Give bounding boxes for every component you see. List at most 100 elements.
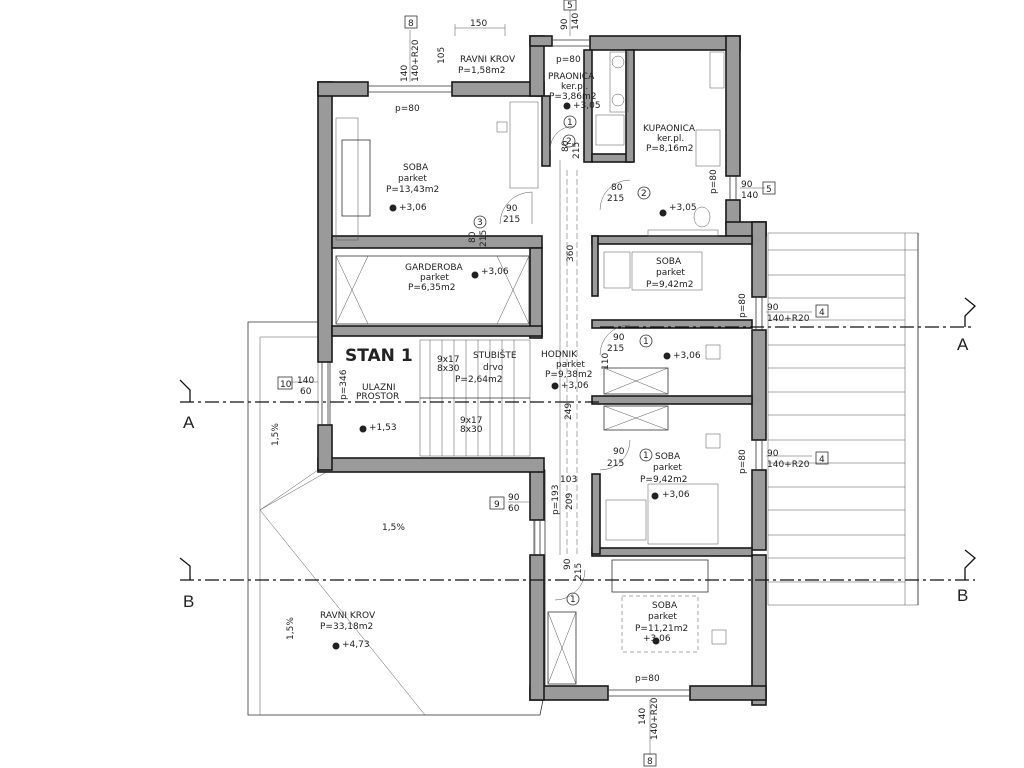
level-garderoba: +3,06 [481, 267, 509, 277]
door-tag-1a: 1 [567, 118, 573, 128]
window-tag-boxes [277, 0, 829, 767]
dim-215-kupaonica: 215 [607, 194, 624, 204]
section-a-left: A [183, 413, 195, 432]
dim-140r20-top: 140+R20 [411, 39, 421, 82]
dim-140r20-soba-a-window: 140+R20 [767, 314, 810, 324]
pergola-right [767, 232, 919, 606]
level-kupaonica: +3,05 [669, 203, 697, 213]
stairs-lower-depth: 8x30 [460, 425, 483, 435]
room-area-soba-b: P=9,42m2 [640, 475, 688, 485]
room-name-ulazni: ULAZNI [362, 383, 396, 393]
room-name-soba-a: SOBA [656, 257, 682, 267]
door-tag-1c: 1 [643, 451, 649, 461]
window-tag-4-lower: 4 [819, 455, 825, 465]
dim-215-door-1c: 215 [607, 459, 624, 469]
level-markers [332, 102, 671, 650]
room-name-soba-c: SOBA [652, 601, 678, 611]
slope-label-upper: 1,5% [271, 423, 281, 446]
dim-215-door-1b: 215 [607, 344, 624, 354]
room-area-ravni-krov-small: P=1,58m2 [458, 66, 506, 76]
room-area-ravni-krov-big: P=33,18m2 [320, 622, 373, 632]
room-area-praonica: P=3,86m2 [549, 92, 597, 102]
dim-p193: p=193 [551, 485, 561, 515]
room-area-soba-main: P=13,43m2 [386, 185, 439, 195]
room-name-garderoba: GARDEROBA [405, 263, 464, 273]
dim-90-soba-b-window: 90 [767, 449, 779, 459]
room-name-hodnik: HODNIK [541, 350, 578, 360]
room-area-kupaonica: P=8,16m2 [646, 144, 694, 154]
room-floor-hodnik: parket [556, 360, 585, 370]
dim-90-door-1d: 90 [563, 558, 573, 570]
room-floor-soba-b: parket [653, 463, 682, 473]
window-tag-9: 9 [494, 500, 500, 510]
dim-360: 360 [566, 245, 576, 262]
door-tag-3: 3 [477, 218, 483, 228]
section-b-left: B [183, 592, 194, 611]
dim-p80-soba-a: p=80 [738, 293, 748, 318]
dim-110: 110 [601, 353, 611, 370]
room-name2-ulazni: PROSTOR [356, 392, 399, 402]
dim-249: 249 [564, 403, 574, 420]
window-tag-8-top: 8 [408, 19, 414, 29]
dim-140-bottom: 140 [638, 708, 648, 725]
section-b-right: B [957, 586, 968, 605]
room-floor-soba-a: parket [656, 268, 685, 278]
room-name-ravni-krov-big: RAVNI KROV [320, 611, 376, 621]
dim-140r20-bottom: 140+R20 [650, 697, 660, 740]
dim-140-praonica: 140 [571, 13, 581, 30]
dim-103: 103 [560, 475, 577, 485]
window-tag-5-top: 5 [567, 1, 573, 11]
slope-label-lower: 1,5% [286, 617, 296, 640]
doors [499, 125, 631, 601]
stairs [419, 170, 578, 555]
door-tag-1b: 1 [643, 337, 649, 347]
window-tag-10: 10 [280, 380, 292, 390]
dim-215-praonica: 215 [572, 142, 582, 159]
room-floor-praonica: ker.pl. [561, 82, 588, 92]
exterior-walls [317, 35, 767, 706]
room-name-kupaonica: KUPAONICA [643, 124, 696, 134]
door-tag-circles [473, 115, 653, 606]
room-area-soba-c: P=11,21m2 [635, 624, 688, 634]
window-tag-8-bottom: 8 [647, 757, 653, 767]
room-area-hodnik: P=9,38m2 [545, 370, 593, 380]
dim-p80-soba: p=80 [395, 104, 420, 114]
level-soba-a: +3,06 [673, 351, 701, 361]
dim-90-door-1b: 90 [613, 333, 625, 343]
window-tag-5-right: 5 [766, 185, 772, 195]
dim-209: 209 [565, 493, 575, 510]
dim-80-kupaonica: 80 [611, 183, 623, 193]
dim-p80-soba-b: p=80 [738, 449, 748, 474]
stairs-upper-count: 9x17 [437, 355, 460, 365]
dim-140r20-soba-b-window: 140+R20 [767, 460, 810, 470]
stairs-upper-depth: 8x30 [437, 364, 460, 374]
dim-p80-soba-c: p=80 [635, 674, 660, 684]
slope-label-center: 1,5% [382, 523, 405, 533]
stairs-lower-count: 9x17 [460, 416, 483, 426]
dim-140-top: 140 [400, 65, 410, 82]
dim-215-door-1d: 215 [574, 563, 584, 580]
dim-90-window-9: 90 [508, 493, 520, 503]
level-soba-b: +3,06 [662, 490, 690, 500]
dim-140-kupaonica-window: 140 [741, 191, 758, 201]
room-name-praonica: PRAONICA [548, 72, 595, 82]
dim-p80-praonica: p=80 [556, 55, 581, 65]
room-area-stubiste: P=2,64m2 [455, 375, 503, 385]
room-floor-stubiste: drvo [483, 363, 504, 373]
room-floor-soba-main: parket [398, 174, 427, 184]
level-praonica: +3,05 [573, 101, 601, 111]
door-tag-1d: 1 [570, 595, 576, 605]
dim-90-soba-door: 90 [506, 204, 518, 214]
room-floor-kupaonica: ker.pl. [657, 134, 684, 144]
dim-60-window-9: 60 [508, 504, 520, 514]
dimension-lines [290, 10, 812, 755]
door-tag-2b: 2 [566, 137, 572, 147]
dim-90-kupaonica-window: 90 [741, 180, 753, 190]
apartment-label: STAN 1 [345, 346, 413, 366]
section-a-right: A [957, 335, 969, 354]
level-ravni-krov-big: +4,73 [342, 640, 370, 650]
dim-90-top: 90 [560, 18, 570, 30]
room-name-soba-b: SOBA [655, 452, 681, 462]
dim-80-praonica: 80 [561, 140, 571, 152]
